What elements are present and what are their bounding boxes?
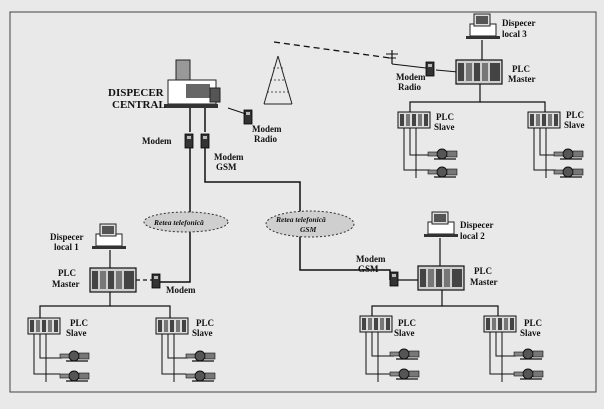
retea-gsm-label-1: Retea telefonică <box>275 215 326 224</box>
modem-gsm-2-label-1: Modem <box>356 254 386 264</box>
plc-slave-1b-label-2: Slave <box>192 328 213 338</box>
retea-gsm-cloud <box>265 210 355 238</box>
pump-icon <box>513 348 544 360</box>
modem-label: Modem <box>142 136 172 146</box>
pump-icon <box>185 350 216 362</box>
modem-radio-label-1: Modem <box>252 124 282 134</box>
plc-slave-1b-icon <box>155 317 189 335</box>
pump-icon <box>59 350 90 362</box>
modem-icon <box>184 133 194 149</box>
plc-slave-1a-label-2: Slave <box>66 328 87 338</box>
plc-slave-3b-icon <box>527 111 561 129</box>
diagram-frame <box>9 11 597 393</box>
plc-slave-3a-label-1: PLC <box>436 112 454 122</box>
plc-slave-1a-icon <box>27 317 61 335</box>
pump-icon <box>427 166 458 178</box>
modem-gsm-icon <box>200 133 210 149</box>
pump-icon <box>513 368 544 380</box>
plc-master-1-icon <box>89 267 137 293</box>
pump-icon <box>427 148 458 160</box>
plc-master-2-icon <box>417 265 465 291</box>
dispecer-local-2-label-2: local 2 <box>460 231 485 241</box>
pump-icon <box>389 348 420 360</box>
antenna-icon <box>386 50 398 64</box>
modem-gsm-2-icon <box>389 271 399 287</box>
modem-radio-3-label-2: Radio <box>398 82 422 92</box>
radio-tower-icon <box>263 55 293 105</box>
modem-radio-3-label-1: Modem <box>396 72 426 82</box>
plc-master-3-label-1: PLC <box>512 64 530 74</box>
dispecer-local-2-icon <box>423 211 459 238</box>
dispecer-central-label-2: CENTRAL <box>112 99 166 111</box>
dispecer-local-1-icon <box>91 223 127 250</box>
plc-slave-3b-label-1: PLC <box>566 110 584 120</box>
plc-master-1-label-2: Master <box>52 279 79 289</box>
plc-slave-3a-label-2: Slave <box>434 122 455 132</box>
plc-slave-1a-label-1: PLC <box>70 318 88 328</box>
plc-master-2-label-2: Master <box>470 277 497 287</box>
plc-master-2-label-1: PLC <box>474 266 492 276</box>
central-workstation-icon <box>164 59 221 108</box>
retea-telefonica-cloud <box>143 211 229 233</box>
dispecer-central-label-1: DISPECER <box>108 87 165 99</box>
dispecer-local-3-label-2: local 3 <box>502 29 527 39</box>
plc-master-3-label-2: Master <box>508 74 535 84</box>
plc-master-1-label-1: PLC <box>58 268 76 278</box>
modem-gsm-label-1: Modem <box>214 152 244 162</box>
modem-radio-icon <box>243 109 253 125</box>
pump-icon <box>59 370 90 382</box>
pump-icon <box>553 148 584 160</box>
plc-slave-1b-label-1: PLC <box>196 318 214 328</box>
modem-gsm-label-2: GSM <box>216 162 237 172</box>
dispecer-local-3-icon <box>465 13 501 40</box>
plc-slave-2a-label-1: PLC <box>398 318 416 328</box>
modem-gsm-2-label-2: GSM <box>358 264 379 274</box>
plc-slave-2a-label-2: Slave <box>394 328 415 338</box>
pump-icon <box>553 166 584 178</box>
modem-radio-3-icon <box>425 61 435 77</box>
plc-slave-2b-label-2: Slave <box>520 328 541 338</box>
plc-slave-3a-icon <box>397 111 431 129</box>
dispecer-local-1-label-2: local 1 <box>54 242 79 252</box>
dispecer-local-3-label-1: Dispecer <box>502 18 536 28</box>
modem-local-1-icon <box>151 273 161 289</box>
retea-telefonica-label: Retea telefonică <box>153 218 204 227</box>
plc-master-3-icon <box>455 59 503 85</box>
retea-gsm-label-2: GSM <box>300 225 317 234</box>
dispecer-local-1-label-1: Dispecer <box>50 232 84 242</box>
plc-slave-3b-label-2: Slave <box>564 120 585 130</box>
dispecer-local-2-label-1: Dispecer <box>460 220 494 230</box>
plc-slave-2a-icon <box>359 315 393 333</box>
pump-icon <box>185 370 216 382</box>
modem-radio-label-2: Radio <box>254 134 278 144</box>
pump-icon <box>389 368 420 380</box>
plc-slave-2b-label-1: PLC <box>524 318 542 328</box>
modem-local-1-label: Modem <box>166 285 196 295</box>
radio-link <box>273 41 391 59</box>
plc-slave-2b-icon <box>483 315 517 333</box>
